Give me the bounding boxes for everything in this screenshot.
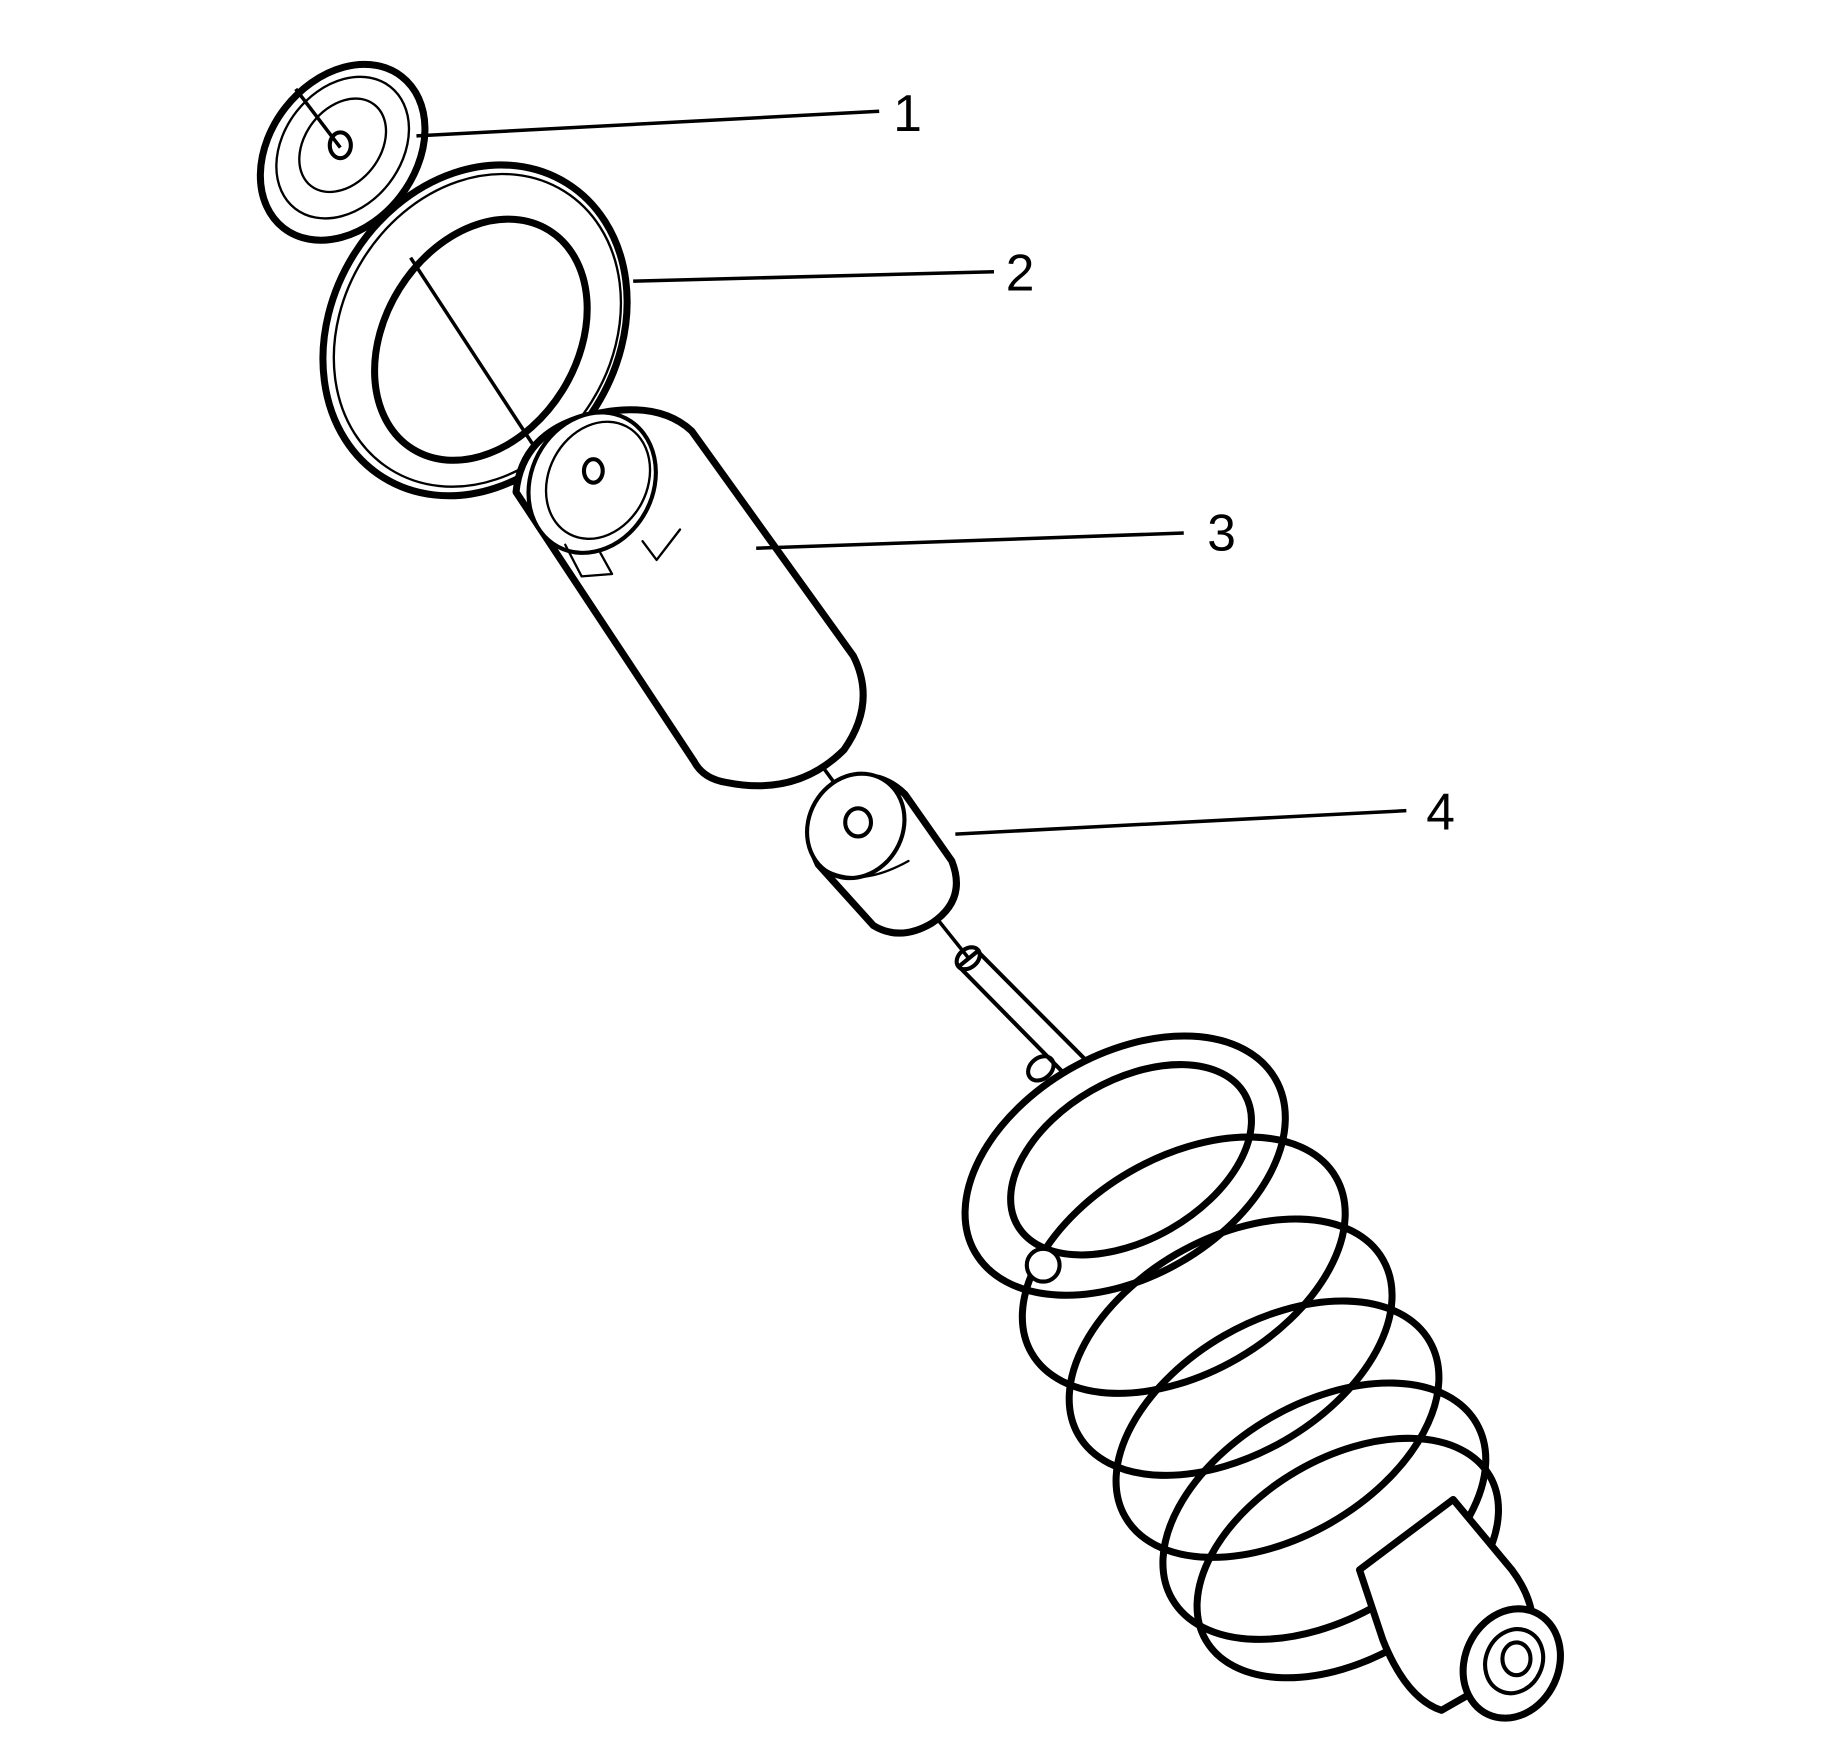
part-2-spring-seat-ring [319,161,631,500]
callout-label-4: 4 [1426,782,1455,840]
part-4-bump-stop [804,771,960,937]
callout-3: 3 [756,504,1236,562]
shock-absorber-body [1355,1495,1564,1722]
part-3-dust-shield [512,406,867,790]
callout-label-2: 2 [1006,244,1035,302]
callout-4: 4 [955,782,1455,840]
callout-2: 2 [633,244,1034,302]
callout-label-1: 1 [893,84,922,142]
callout-1: 1 [416,84,922,142]
callout-label-3: 3 [1207,504,1236,562]
part-1-upper-washer [256,60,429,244]
coil-spring [961,1032,1502,1682]
